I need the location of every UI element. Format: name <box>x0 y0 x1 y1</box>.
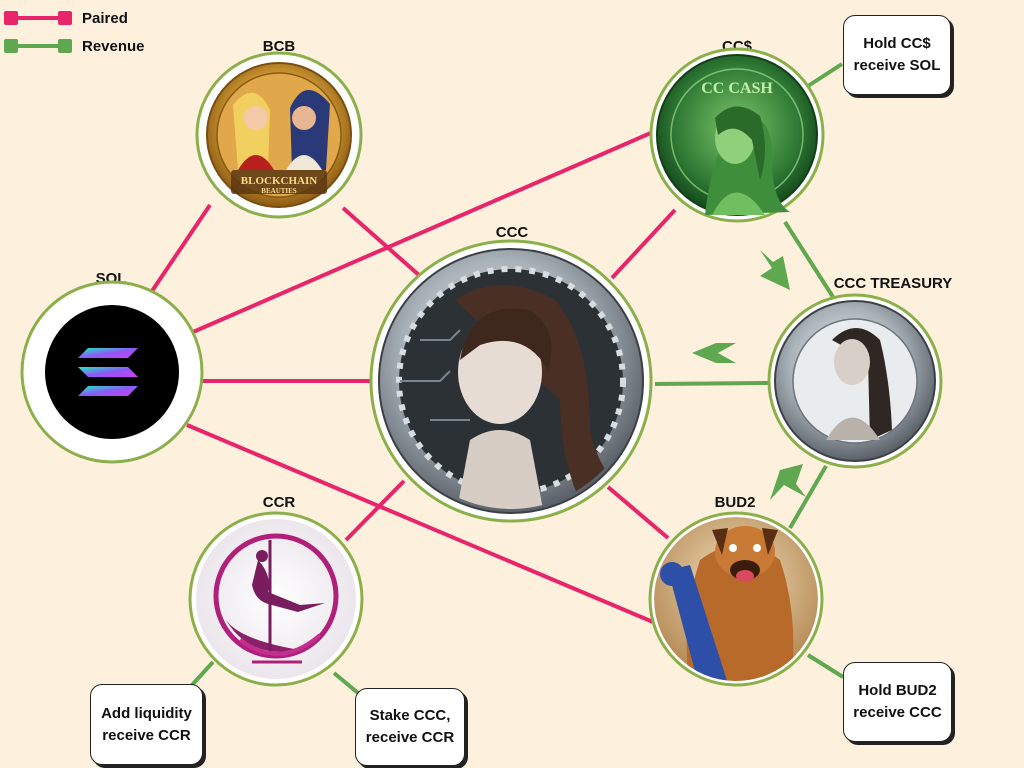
arrow-down-icon <box>760 250 790 290</box>
note-hold-bud2-line2: receive CCC <box>853 704 942 721</box>
edge-bcb-ccc <box>341 206 422 278</box>
edge-sol-ccash <box>192 130 654 334</box>
node-ccc-label: CCC <box>496 224 529 241</box>
paired-connections <box>148 130 677 624</box>
arrow-up-icon <box>770 464 806 500</box>
edge-bud2-note <box>806 653 845 679</box>
note-hold-ccash-line1: Hold CC$ <box>863 35 931 52</box>
node-ccash[interactable]: CC$ CC CASH <box>649 38 825 223</box>
edge-ccash-note <box>806 62 844 88</box>
bcb-coin-text-top: BLOCKCHAIN <box>241 175 317 187</box>
arrow-left-icon <box>692 343 736 363</box>
note-hold-ccash-line2: receive SOL <box>853 57 941 74</box>
edge-ccash-ccc <box>610 208 677 280</box>
node-ccc[interactable]: CCC <box>369 224 653 523</box>
edge-ccc-ccr <box>344 479 406 542</box>
node-sol[interactable]: SOL <box>20 270 204 464</box>
edge-ccc-bud2 <box>606 485 670 540</box>
note-add-liquidity: Add liquidity receive CCR <box>90 684 203 765</box>
edge-ccr-note-stake <box>332 671 360 695</box>
note-stake-ccc-line2: receive CCR <box>365 729 455 746</box>
revenue-connections <box>190 62 845 695</box>
treasury-coin-icon <box>774 300 936 462</box>
note-hold-bud2-line1: Hold BUD2 <box>858 682 937 699</box>
bcb-coin-icon: BLOCKCHAIN BEAUTIES <box>206 62 352 208</box>
edge-bud2-treasury <box>788 464 828 530</box>
edge-sol-bud2 <box>186 423 654 624</box>
note-stake-ccc-line1: Stake CCC, <box>369 707 451 724</box>
node-ccr[interactable]: CCR <box>188 494 364 687</box>
note-add-liquidity-line2: receive CCR <box>102 726 191 744</box>
cc-cash-coin-icon: CC CASH <box>656 54 818 216</box>
ccc-coin-icon <box>378 248 644 514</box>
solana-logo-icon <box>45 305 179 439</box>
node-ccr-label: CCR <box>263 494 296 511</box>
note-stake-ccc: Stake CCC, receive CCR <box>355 688 465 766</box>
cc-cash-coin-text: CC CASH <box>701 80 773 97</box>
bcb-coin-text-bottom: BEAUTIES <box>261 187 297 195</box>
node-bcb[interactable]: BCB BLOCKCHAIN BEAUTIES <box>195 38 363 219</box>
ccr-dancer-logo-icon <box>196 519 356 679</box>
note-add-liquidity-line1: Add liquidity <box>101 704 192 722</box>
note-hold-bud2: Hold BUD2 receive CCC <box>843 662 952 742</box>
node-treasury[interactable]: CCC TREASURY <box>767 275 953 469</box>
flow-arrows <box>692 250 806 500</box>
edge-sol-bcb <box>148 203 212 296</box>
legend-paired: Paired <box>4 10 128 27</box>
legend-paired-label: Paired <box>82 10 128 27</box>
edge-ccash-treasury <box>783 220 835 299</box>
node-bcb-label: BCB <box>263 38 296 55</box>
legend-revenue: Revenue <box>4 38 145 55</box>
legend: Paired Revenue <box>4 10 145 55</box>
legend-revenue-label: Revenue <box>82 38 145 55</box>
edge-ccr-note-liquidity <box>190 660 215 687</box>
note-hold-ccash: Hold CC$ receive SOL <box>843 15 951 95</box>
edge-treasury-ccc <box>654 381 769 386</box>
node-bud2-label: BUD2 <box>715 494 756 511</box>
bud2-dog-icon <box>654 517 818 681</box>
node-bud2[interactable]: BUD2 <box>648 494 824 690</box>
node-treasury-label: CCC TREASURY <box>834 275 953 292</box>
